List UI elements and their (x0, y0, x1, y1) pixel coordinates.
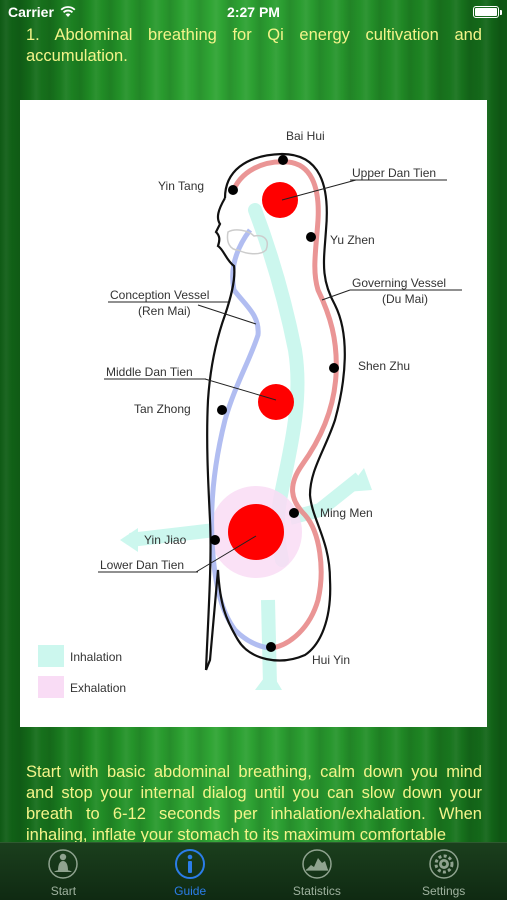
middle-dan-tien-circle (258, 384, 294, 420)
governing-vessel-label: Governing Vessel (352, 276, 446, 290)
gear-icon (426, 846, 462, 882)
du-mai-label: (Du Mai) (382, 292, 428, 306)
middle-dan-tien-leader (204, 378, 277, 401)
conception-vessel-line (209, 228, 273, 651)
conception-vessel-label: Conception Vessel (110, 288, 209, 302)
yin-jiao-label: Yin Jiao (144, 533, 187, 547)
ming-men-label: Ming Men (320, 506, 373, 520)
governing-vessel-leader (321, 289, 351, 301)
governing-vessel-line (229, 159, 339, 651)
lower-dan-tien-leader (195, 535, 257, 573)
info-icon (172, 846, 208, 882)
chart-icon (299, 846, 335, 882)
upper-dan-tien-leader (281, 179, 357, 201)
meditation-icon (45, 846, 81, 882)
legend-exhalation-label: Exhalation (70, 681, 126, 695)
bai-hui-label: Bai Hui (286, 129, 325, 143)
yu-zhen-point (306, 232, 316, 242)
legend-inhalation-swatch (38, 645, 64, 667)
tab-bar: Start Guide Statistics (0, 842, 507, 900)
yin-tang-label: Yin Tang (158, 179, 204, 193)
status-left: Carrier (8, 4, 76, 20)
meridian-diagram: Bai Hui Yin Tang Upper Dan Tien Yu Zhen … (20, 100, 487, 727)
carrier-label: Carrier (8, 4, 54, 20)
meridian-diagram-svg: Bai Hui Yin Tang Upper Dan Tien Yu Zhen … (38, 129, 462, 698)
instruction-text: Start with basic abdominal breathing, ca… (26, 763, 482, 844)
shen-zhu-label: Shen Zhu (358, 359, 410, 373)
upper-dan-tien-label: Upper Dan Tien (352, 166, 436, 180)
status-time: 2:27 PM (227, 4, 280, 20)
tab-settings[interactable]: Settings (380, 843, 507, 900)
yin-tang-point (228, 185, 238, 195)
conception-vessel-leader (197, 304, 257, 325)
brain-outline (226, 229, 268, 255)
ming-men-point (289, 508, 299, 518)
battery-icon (473, 6, 502, 18)
tan-zhong-point (217, 405, 227, 415)
inhalation-arrow-back (346, 468, 372, 492)
yu-zhen-label: Yu Zhen (330, 233, 375, 247)
tab-settings-label: Settings (421, 884, 466, 898)
hui-yin-point (266, 642, 276, 652)
status-bar: Carrier 2:27 PM (0, 0, 507, 24)
tab-guide-label: Guide (174, 884, 207, 898)
body-outline (204, 152, 346, 671)
lower-dan-tien-circle (228, 504, 284, 560)
tan-zhong-label: Tan Zhong (134, 402, 191, 416)
yin-jiao-point (210, 535, 220, 545)
hui-yin-label: Hui Yin (312, 653, 350, 667)
lower-dan-tien-label: Lower Dan Tien (100, 558, 184, 572)
inhalation-arrow-front (120, 528, 138, 552)
legend-inhalation-label: Inhalation (70, 650, 122, 664)
ren-mai-label: (Ren Mai) (138, 304, 191, 318)
section-heading: 1. Abdominal breathing for Qi energy cul… (26, 26, 482, 65)
inhalation-flow-back (288, 472, 365, 525)
middle-dan-tien-label: Middle Dan Tien (106, 365, 193, 379)
tab-statistics[interactable]: Statistics (254, 843, 381, 900)
tab-start-label: Start (50, 884, 77, 898)
bai-hui-point (278, 155, 288, 165)
inhalation-arrow-bottom (255, 670, 282, 690)
inhalation-flow-front (129, 523, 216, 547)
tab-start[interactable]: Start (0, 843, 127, 900)
wifi-icon (60, 6, 76, 17)
tab-statistics-label: Statistics (292, 884, 341, 898)
tab-guide[interactable]: Guide (127, 843, 254, 900)
legend-exhalation-swatch (38, 676, 64, 698)
upper-dan-tien-circle (262, 182, 298, 218)
face-outline (204, 197, 236, 671)
shen-zhu-point (329, 363, 339, 373)
